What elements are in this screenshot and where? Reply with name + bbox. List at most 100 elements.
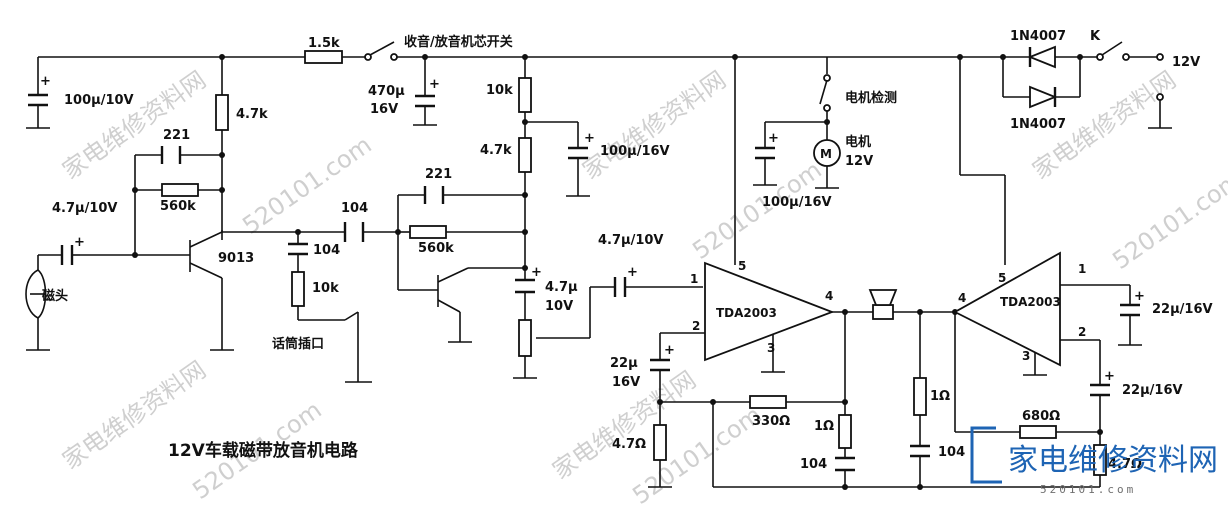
resistor-680ohm <box>1019 425 1057 439</box>
label-cap-4-7u-10v-a: 4.7μ/10V <box>52 201 118 216</box>
svg-text:+: + <box>768 131 779 146</box>
label-cap-470u: 470μ <box>368 84 405 99</box>
watermark-text: 520101.com <box>1107 166 1228 275</box>
svg-text:+: + <box>1134 289 1145 304</box>
svg-text:+: + <box>627 265 638 280</box>
resistor-330ohm <box>749 395 787 409</box>
logo-bracket-icon <box>970 426 1002 484</box>
amplifier-ic-left <box>704 261 835 362</box>
svg-text:M: M <box>820 147 832 161</box>
label-diode-a: 1N4007 <box>1010 29 1066 44</box>
label-q-9013: 9013 <box>218 251 254 266</box>
label-r-560k-a: 560k <box>160 199 196 214</box>
capacitors: + + + + + + + <box>28 74 1145 472</box>
wires <box>26 56 1172 488</box>
watermark-text: 家电维修资料网 <box>577 66 731 185</box>
label-cap-104-d: 104 <box>938 445 965 460</box>
watermark-text: 520101.com <box>687 156 826 265</box>
label-ic-right: TDA2003 <box>1000 295 1061 309</box>
svg-text:+: + <box>531 265 542 280</box>
label-r-4k7-a: 4.7k <box>236 107 268 122</box>
resistor-4-7ohm-b <box>1093 444 1107 476</box>
svg-text:+: + <box>584 131 595 146</box>
pin-label: 5 <box>738 259 746 273</box>
resistor-1ohm-b <box>913 377 927 416</box>
label-cap-100u-16v-a: 100μ/16V <box>600 144 670 159</box>
resistor-10k-b <box>518 77 532 113</box>
resistor-4k7-a <box>215 94 229 131</box>
label-supply: 12V <box>1172 55 1200 70</box>
svg-text:+: + <box>74 235 85 250</box>
watermark-text: 520101.com <box>237 131 376 240</box>
junctions <box>132 54 1103 490</box>
pin-label: 5 <box>998 271 1006 285</box>
label-diode-b: 1N4007 <box>1010 117 1066 132</box>
pin-label: 3 <box>1022 349 1030 363</box>
label-r-560k-b: 560k <box>418 241 454 256</box>
labels: 1.5k 收音/放音机芯开关 470μ 16V 100μ/10V 4.7k 22… <box>42 29 1213 472</box>
label-cap-221-b: 221 <box>425 167 452 182</box>
diagram-title: 12V车载磁带放音机电路 <box>168 440 359 461</box>
pin-label: 4 <box>958 291 966 305</box>
label-r-1ohm-a: 1Ω <box>814 419 834 434</box>
diode-symbol <box>1029 85 1058 109</box>
label-r-330: 330Ω <box>752 414 790 429</box>
label-motor-detect: 电机检测 <box>845 90 897 106</box>
label-cap-22u-a: 22μ <box>610 356 638 371</box>
label-switch-k: K <box>1090 29 1101 44</box>
label-motor-v: 12V <box>845 154 873 169</box>
logo-url: 520101.com <box>1040 483 1136 496</box>
svg-text:+: + <box>664 343 675 358</box>
volume-potentiometer <box>518 319 532 357</box>
svg-text:+: + <box>1104 369 1115 384</box>
label-cap-104-a: 104 <box>341 201 368 216</box>
tape-head-symbol <box>25 269 39 319</box>
pin-label: 2 <box>692 319 700 333</box>
resistor-560k-a <box>161 183 199 197</box>
resistor-1ohm-a <box>838 414 852 449</box>
label-head: 磁头 <box>42 288 68 304</box>
amplifier-ic-right <box>953 251 1061 367</box>
label-ic-left: TDA2003 <box>716 306 777 320</box>
label-cap-100u-10v: 100μ/10V <box>64 93 134 108</box>
label-r-680: 680Ω <box>1022 409 1060 424</box>
label-cap-4-7u-b: 4.7μ <box>545 280 578 295</box>
pin-labels: 1 2 3 4 5 4 5 1 2 3 <box>690 259 1086 363</box>
label-cap-4-7u-10v-c: 4.7μ/10V <box>598 233 664 248</box>
resistor-560k-b <box>409 225 447 239</box>
label-cap-470u-v: 16V <box>370 102 398 117</box>
label-cap-104-c: 104 <box>800 457 827 472</box>
resistors <box>161 50 1107 476</box>
resistor-10k-a <box>291 271 305 307</box>
label-mic-jack: 话筒插口 <box>272 336 324 352</box>
label-r-4-7ohm-a: 4.7Ω <box>612 437 646 452</box>
pin-label: 1 <box>690 272 698 286</box>
label-switch-tape: 收音/放音机芯开关 <box>404 34 513 50</box>
label-cap-22u-a-v: 16V <box>612 375 640 390</box>
label-r-4-7ohm-b: 4.7Ω <box>1108 457 1142 472</box>
symbols: M <box>25 41 1164 367</box>
pin-label: 1 <box>1078 262 1086 276</box>
label-motor: 电机 <box>845 134 871 150</box>
label-cap-104-b: 104 <box>313 243 340 258</box>
motor-symbol <box>813 139 841 167</box>
diode-symbol <box>1027 45 1056 69</box>
label-r-1k5: 1.5k <box>308 36 340 51</box>
speaker-symbol <box>872 304 894 320</box>
pin-label: 4 <box>825 289 833 303</box>
label-r-1ohm-b: 1Ω <box>930 389 950 404</box>
svg-text:+: + <box>40 74 51 89</box>
label-r-4k7-b: 4.7k <box>480 143 512 158</box>
pin-label: 2 <box>1078 325 1086 339</box>
resistor-4-7ohm-a <box>653 424 667 461</box>
label-cap-22u-b: 22μ/16V <box>1152 302 1213 317</box>
logo-text: 家电维修资料网 <box>1008 443 1218 478</box>
resistor-1k5 <box>304 50 343 64</box>
label-cap-100u-16v-b: 100μ/16V <box>762 195 832 210</box>
label-cap-4-7u-b-v: 10V <box>545 299 573 314</box>
label-cap-221-a: 221 <box>163 128 190 143</box>
svg-text:+: + <box>429 77 440 92</box>
pin-label: 3 <box>767 341 775 355</box>
label-cap-22u-c: 22μ/16V <box>1122 383 1183 398</box>
